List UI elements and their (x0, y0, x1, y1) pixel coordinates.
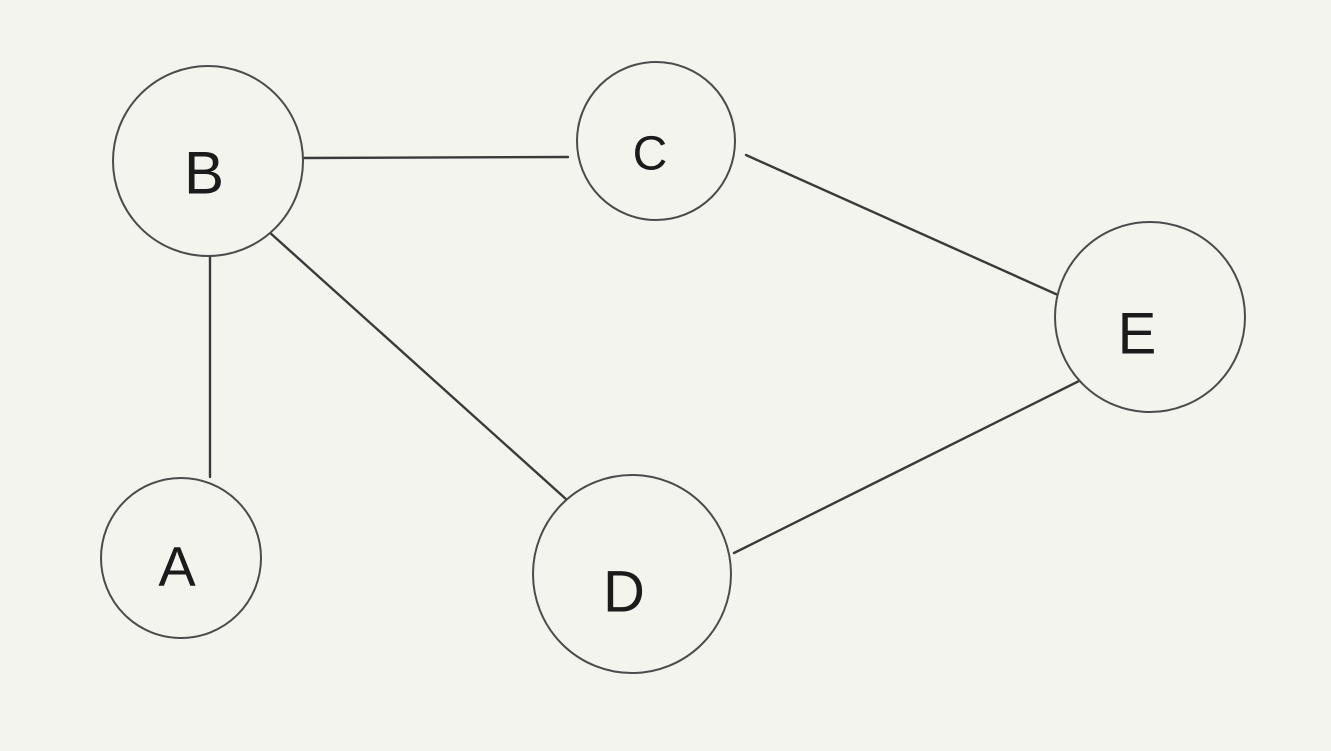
edge-B-D[interactable] (266, 229, 569, 502)
node-D[interactable] (532, 474, 732, 674)
edge-C-E[interactable] (744, 153, 1060, 297)
node-C[interactable] (576, 61, 736, 221)
node-A[interactable] (100, 477, 262, 639)
edge-D-E[interactable] (732, 379, 1081, 555)
node-E[interactable] (1054, 221, 1246, 413)
edge-B-C[interactable] (300, 155, 570, 160)
node-B[interactable] (112, 65, 304, 257)
